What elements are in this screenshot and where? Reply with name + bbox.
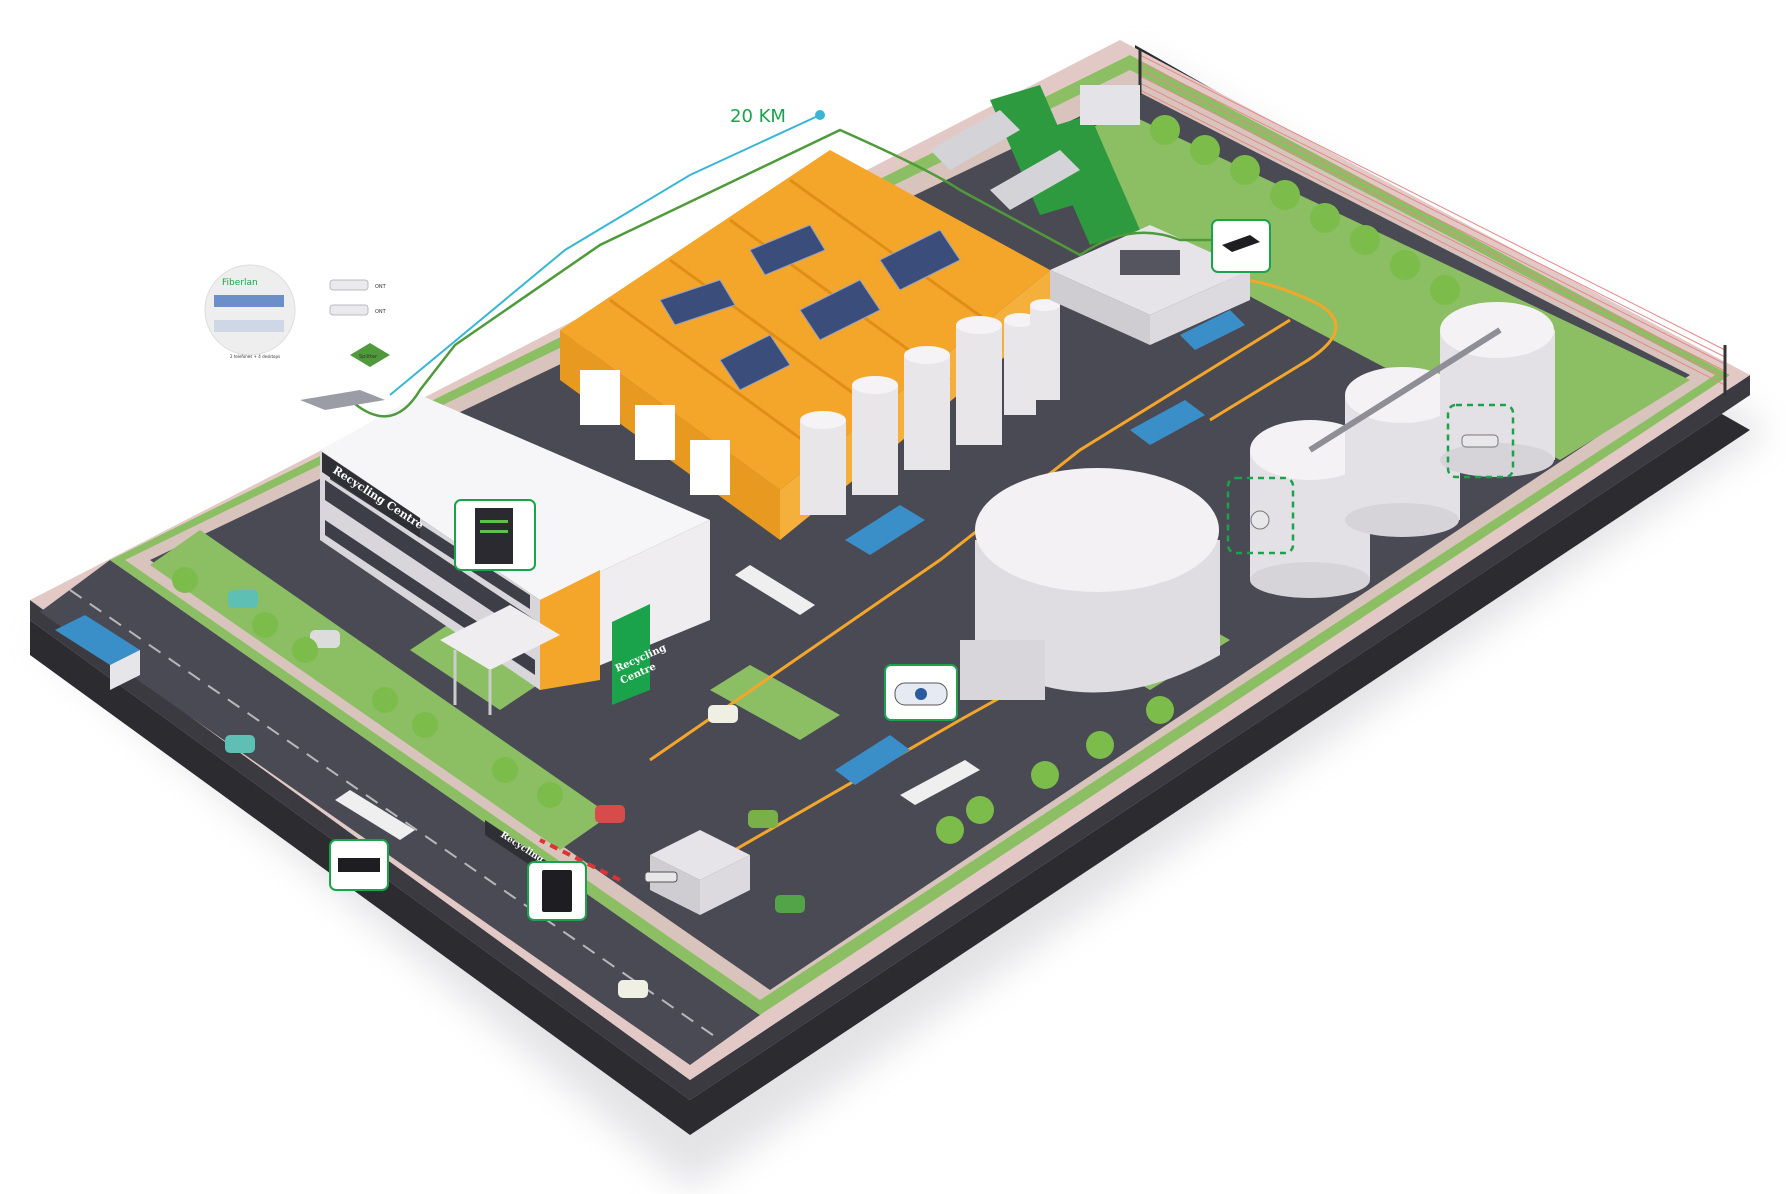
access-control-icon xyxy=(884,664,958,721)
inset-caption: 2 telefones + 4 desktops xyxy=(230,354,280,359)
splitter-label: Splitter xyxy=(359,354,378,360)
wall-terminal-icon xyxy=(527,861,587,921)
outer-road xyxy=(40,560,760,1065)
tree-row-front xyxy=(172,567,1174,844)
ont-label-1: ONT xyxy=(375,284,387,290)
digester-tank xyxy=(960,468,1220,700)
splitter-icon xyxy=(350,343,390,367)
entrance-canopy xyxy=(440,605,560,715)
ont-label-2: ONT xyxy=(375,309,387,315)
security-fence xyxy=(1139,54,1726,386)
grass-patch-plaza xyxy=(410,620,545,710)
base-slab-edge xyxy=(30,375,1750,1100)
olt-switch-icon xyxy=(300,390,385,410)
distance-label: 20 KM xyxy=(730,106,786,127)
fiber-line-blue xyxy=(389,114,821,396)
road-lane-marking xyxy=(69,589,721,1041)
office-roof-sign-panel xyxy=(322,452,420,538)
fiber-endpoint-dot xyxy=(815,110,825,120)
fiber-line-green xyxy=(344,128,1215,418)
tree-row-right xyxy=(1150,115,1460,305)
silos xyxy=(800,299,1060,515)
gate-camera xyxy=(644,871,678,883)
dome-camera-icon xyxy=(1226,476,1295,555)
grass-patch-lot xyxy=(710,665,840,740)
vehicles xyxy=(55,310,1245,998)
office-building xyxy=(320,395,710,705)
ont-device-2 xyxy=(329,304,369,316)
server-rack-icon xyxy=(454,499,536,571)
ont-device-1 xyxy=(329,279,369,291)
office-inset xyxy=(204,264,296,356)
recorder-icon xyxy=(329,839,389,891)
solar-panels xyxy=(659,224,961,391)
inset-brand: Fiberlan xyxy=(222,278,258,288)
sorting-conveyor xyxy=(930,85,1140,245)
bullet-camera-icon xyxy=(1446,403,1515,479)
gatehouse xyxy=(539,830,750,915)
weighing-station xyxy=(1050,225,1250,345)
media-converter-icon xyxy=(1211,219,1271,273)
storage-tanks xyxy=(1250,302,1555,598)
